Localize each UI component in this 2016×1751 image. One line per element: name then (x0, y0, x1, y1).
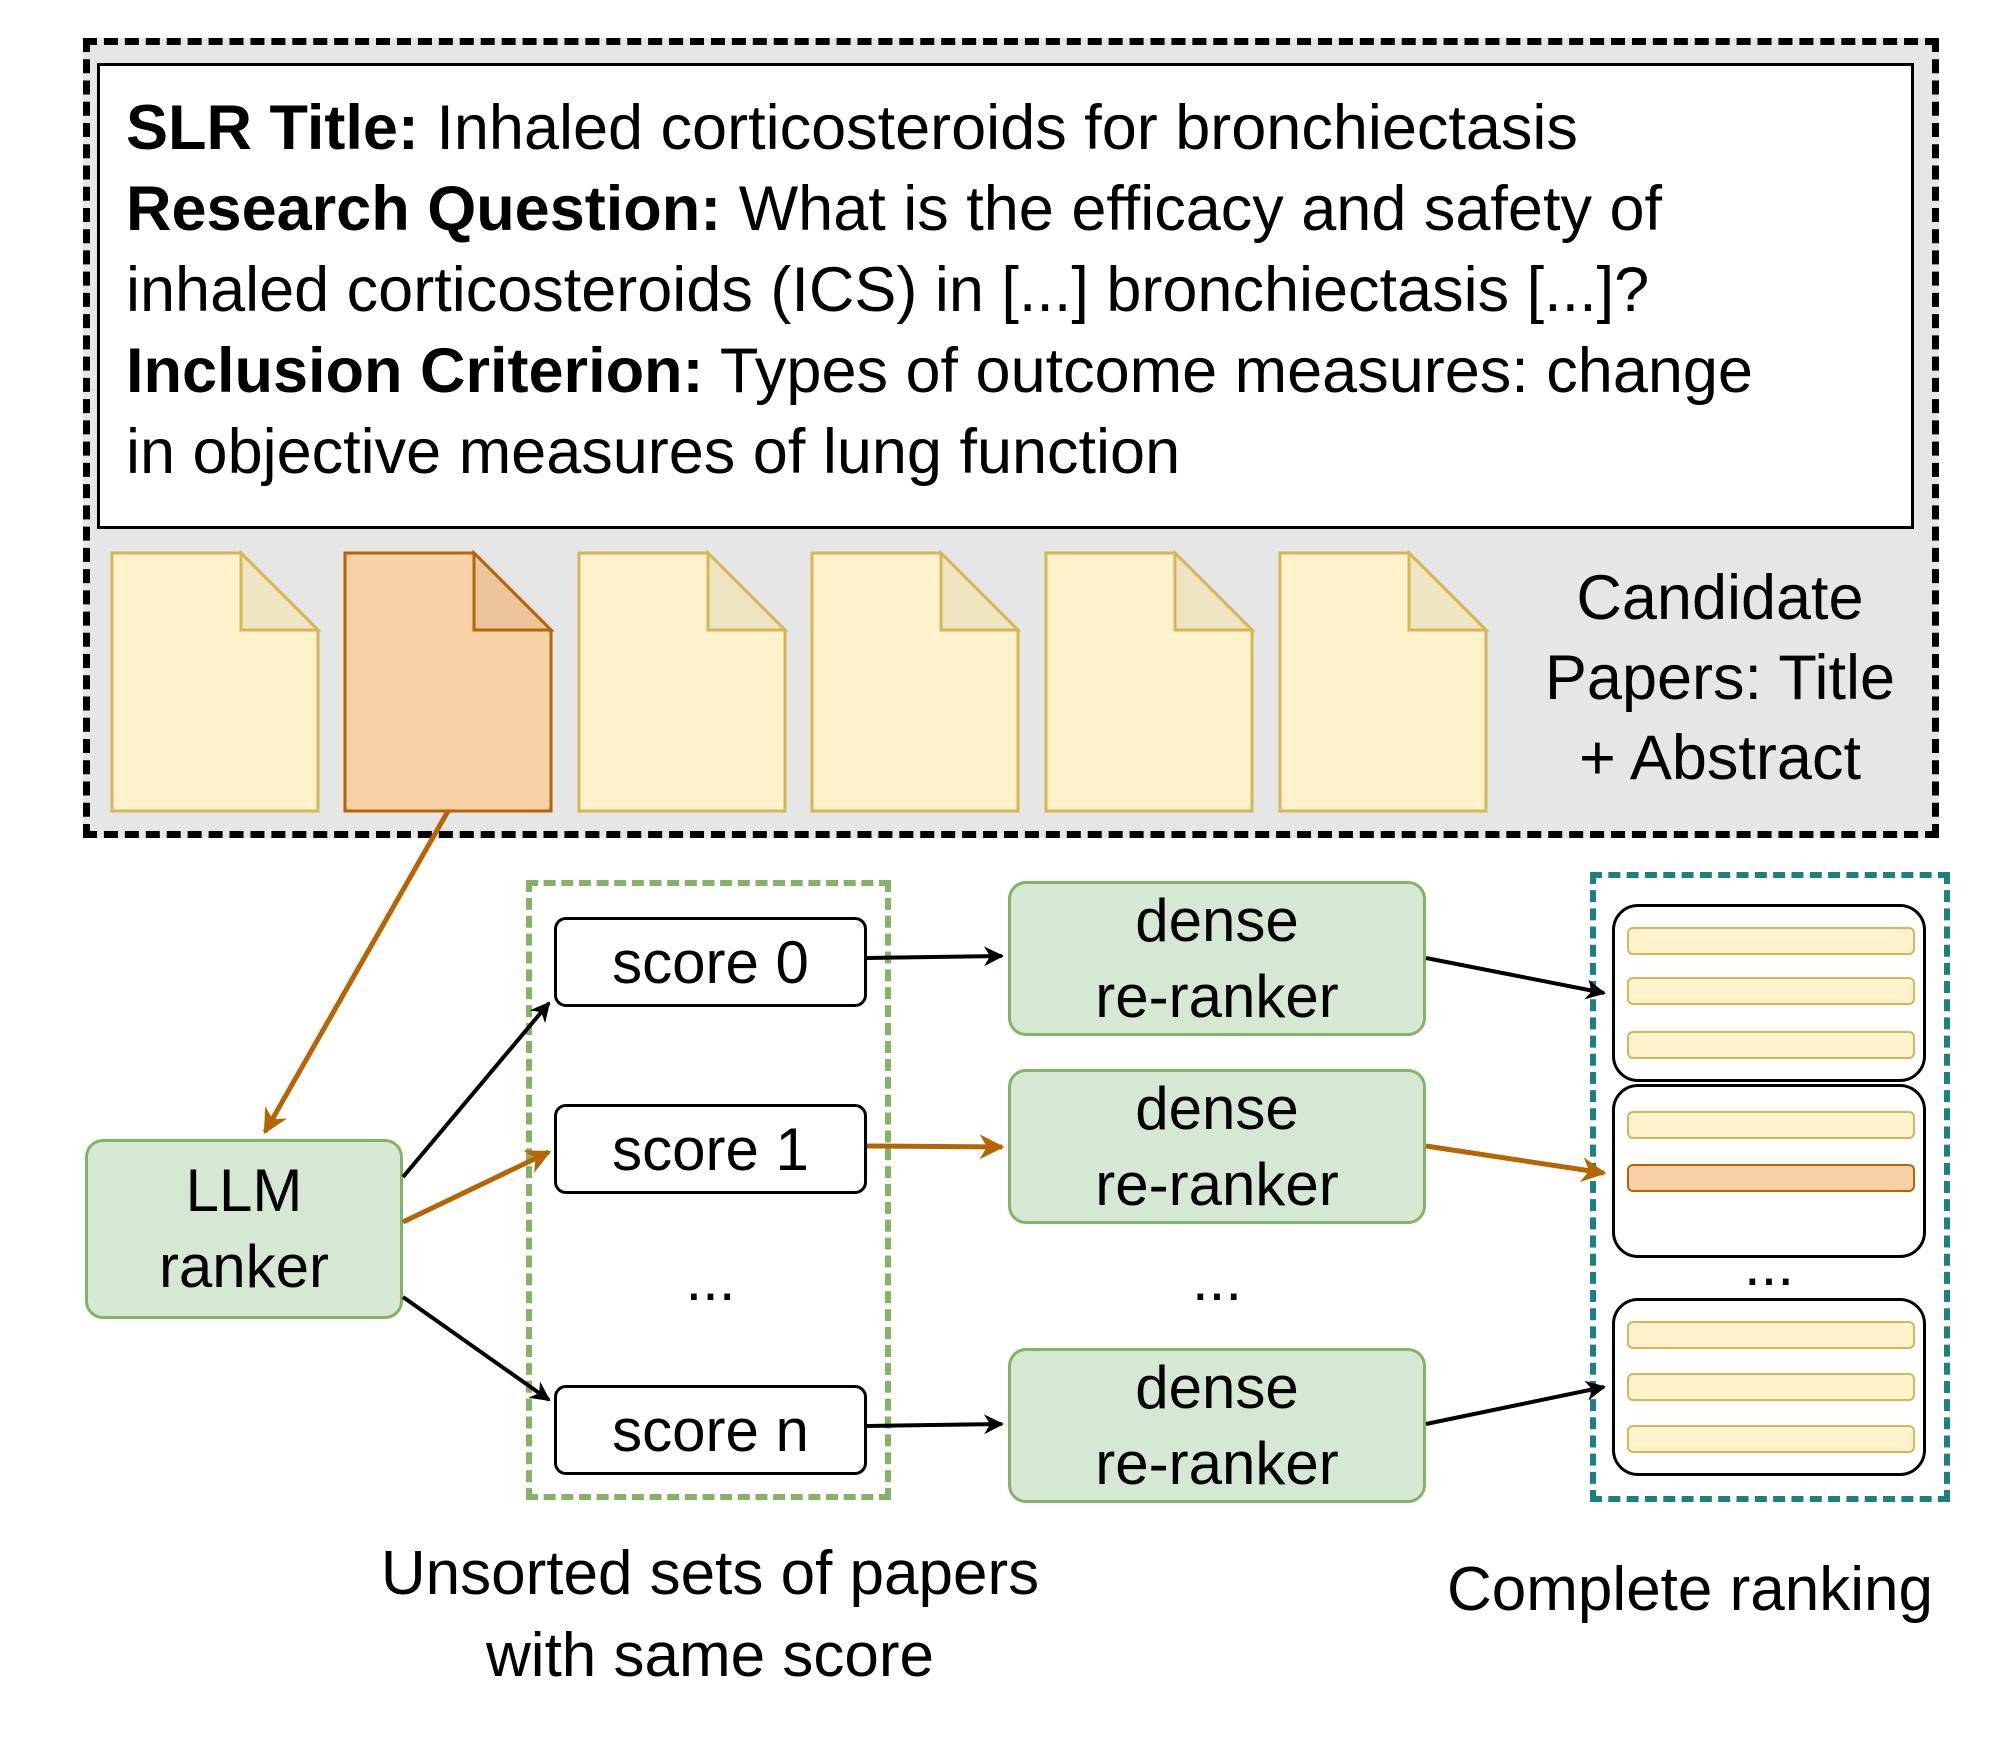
score-0-box: score 0 (554, 917, 867, 1007)
complete-ranking-group (1590, 872, 1950, 1502)
unsorted-caption-line-2: with same score (486, 1621, 934, 1690)
score-1-label: score 1 (612, 1115, 809, 1183)
arrow-score1-to-reranker (866, 1134, 1005, 1160)
ranking-card-1 (1612, 1084, 1926, 1258)
unsorted-caption-line-1: Unsorted sets of papers (380, 1539, 1040, 1608)
dense-reranker-1-line-2: re-ranker (1095, 1150, 1339, 1218)
paper-doc-4-icon (810, 549, 1022, 813)
arrow-scoren-to-reranker (866, 1414, 1004, 1435)
research-question-text-2: inhaled corticosteroids (ICS) in [...] b… (126, 255, 1650, 325)
dense-reranker-n-line-1: dense (1135, 1353, 1299, 1421)
ranking-ellipsis: ... (1743, 1231, 1794, 1298)
llm-ranker-line-1: LLM (185, 1157, 303, 1224)
slr-title-text: Inhaled corticosteroids for bronchiectas… (418, 93, 1578, 163)
ranking-card-0 (1612, 904, 1926, 1082)
llm-ranker-box: LLM ranker (85, 1139, 403, 1319)
candidate-label-line-2: Papers: Title (1544, 643, 1896, 713)
ranked-paper-bar (1627, 1111, 1915, 1139)
inclusion-criterion-label: Inclusion Criterion: (126, 336, 704, 406)
slr-title-label: SLR Title: (126, 93, 419, 163)
candidate-papers-label: Candidate Papers: Title + Abstract (1510, 558, 1930, 798)
inclusion-criterion-text-1: Types of outcome measures: change (703, 336, 1753, 406)
score-ellipsis: ... (685, 1246, 736, 1313)
score-0-label: score 0 (612, 928, 809, 996)
ranked-paper-bar (1627, 1373, 1915, 1401)
ranked-paper-bar (1627, 1425, 1915, 1453)
arrow-llm-to-scoren (401, 1295, 551, 1402)
dense-reranker-1-line-1: dense (1135, 1074, 1299, 1142)
slr-title-row: SLR Title: Inhaled corticosteroids for b… (126, 88, 1885, 169)
candidate-label-line-3: + Abstract (1579, 723, 1861, 793)
ranking-card-n (1612, 1298, 1926, 1476)
arrow-llm-to-score0 (401, 1001, 551, 1179)
inclusion-criterion-text-2: in objective measures of lung function (126, 417, 1181, 487)
complete-ranking-caption: Complete ranking (1447, 1555, 1933, 1624)
score-sets-group (526, 880, 891, 1500)
arrow-paper-to-llm (262, 809, 451, 1135)
dense-reranker-0-line-1: dense (1135, 886, 1299, 954)
arrow-score0-to-reranker (866, 946, 1004, 967)
llm-ranker-line-2: ranker (158, 1233, 330, 1300)
paper-doc-3-icon (577, 549, 789, 813)
paper-doc-2-icon (343, 549, 555, 813)
research-question-text-1: What is the efficacy and safety of (721, 174, 1663, 244)
score-n-box: score n (554, 1385, 867, 1475)
paper-doc-5-icon (1044, 549, 1256, 813)
research-question-row: Research Question: What is the efficacy … (126, 169, 1885, 250)
arrow-reranker1-to-ranking (1425, 1143, 1607, 1182)
dense-reranker-0-box: dense re-ranker (1008, 881, 1426, 1036)
ranked-paper-bar-highlighted (1627, 1164, 1915, 1192)
dense-reranker-n-line-2: re-ranker (1095, 1429, 1339, 1497)
score-n-label: score n (612, 1396, 809, 1464)
paper-doc-1-icon (110, 549, 322, 813)
dense-reranker-0-line-2: re-ranker (1095, 962, 1339, 1030)
candidate-label-line-1: Candidate (1576, 563, 1864, 633)
arrow-llm-to-score1 (401, 1149, 552, 1225)
unsorted-sets-caption: Unsorted sets of papers with same score (300, 1533, 1120, 1697)
ranked-paper-bar (1627, 1321, 1915, 1349)
arrow-rerankern-to-ranking (1425, 1380, 1606, 1426)
ranked-paper-bar (1627, 927, 1915, 955)
ranked-paper-bar (1627, 977, 1915, 1005)
reranker-ellipsis: ... (1191, 1246, 1242, 1313)
inclusion-criterion-row: Inclusion Criterion: Types of outcome me… (126, 331, 1885, 412)
dense-reranker-1-box: dense re-ranker (1008, 1069, 1426, 1224)
score-1-box: score 1 (554, 1104, 867, 1194)
ranked-paper-bar (1627, 1031, 1915, 1059)
dense-reranker-n-box: dense re-ranker (1008, 1348, 1426, 1503)
research-question-label: Research Question: (126, 174, 722, 244)
arrow-reranker0-to-ranking (1425, 956, 1606, 1000)
paper-doc-6-icon (1278, 549, 1490, 813)
slr-description-box: SLR Title: Inhaled corticosteroids for b… (97, 63, 1914, 529)
